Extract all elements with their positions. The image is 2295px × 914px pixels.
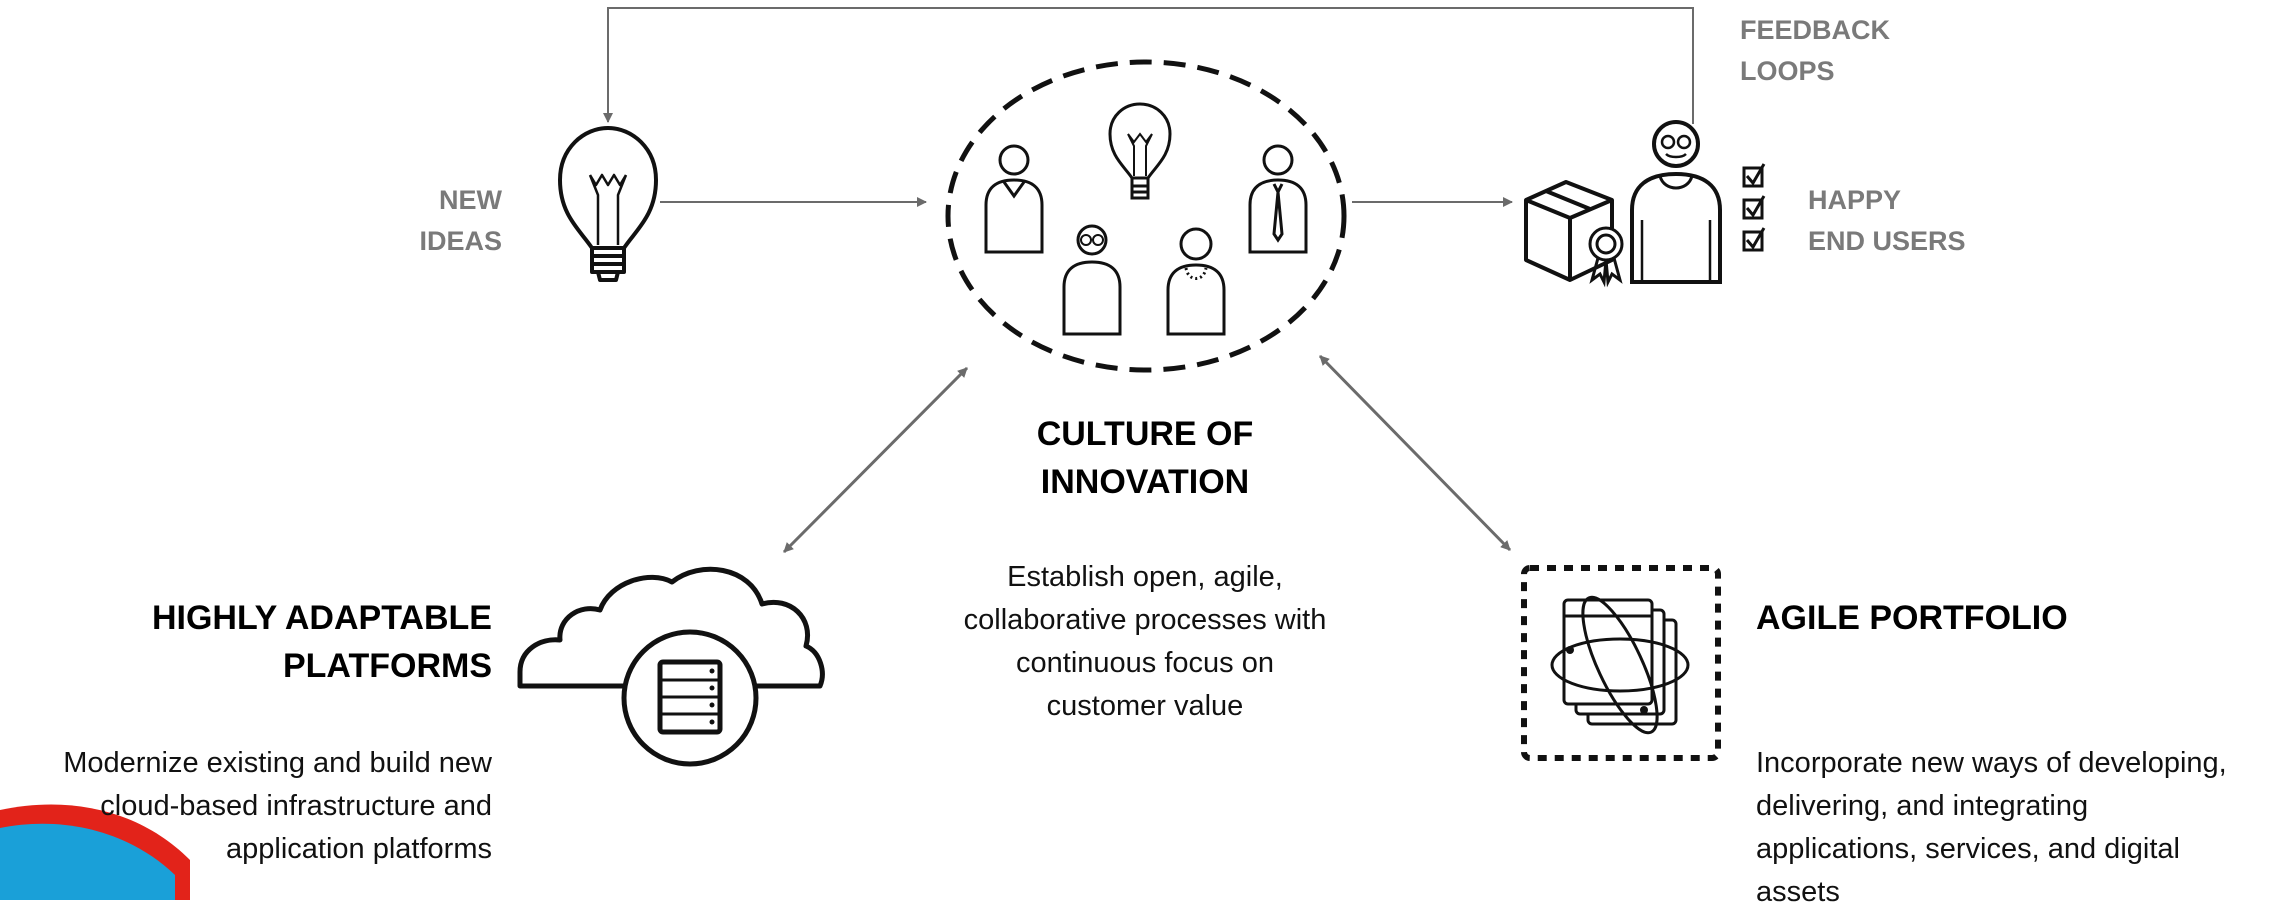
portfolio-desc-line-4: assets	[1756, 876, 1840, 908]
platforms-desc-line-1: Modernize existing and build new	[63, 747, 492, 779]
platforms-title: HIGHLY ADAPTABLE PLATFORMS	[100, 594, 492, 690]
portfolio-desc-line-1: Incorporate new ways of developing,	[1756, 747, 2227, 779]
culture-title-line-2: INNOVATION	[1040, 463, 1250, 501]
platforms-desc-line-3: application platforms	[226, 833, 492, 865]
culture-desc-line-3: continuous focus on	[1016, 647, 1274, 679]
corner-accent	[0, 804, 190, 900]
portfolio-orbit-icon	[1521, 565, 1721, 761]
award-ribbon-icon	[1588, 226, 1624, 288]
portfolio-description: Incorporate new ways of developing, deli…	[1756, 742, 2291, 914]
end-user-icon	[1630, 120, 1722, 284]
feedback-line-2: LOOPS	[1740, 56, 1835, 86]
portfolio-title: AGILE PORTFOLIO	[1756, 594, 2068, 642]
platforms-title-line-2: PLATFORMS	[282, 647, 492, 685]
portfolio-title-line-1: AGILE	[1756, 599, 1860, 637]
feedback-loops-label: FEEDBACK LOOPS	[1740, 10, 1890, 92]
new-ideas-label: NEW IDEAS	[380, 180, 502, 262]
platforms-title-line-1: HIGHLY ADAPTABLE	[151, 599, 492, 637]
culture-platforms-double-arrow	[782, 366, 969, 554]
lightbulb-icon	[558, 126, 658, 282]
culture-title-line-1: CULTURE OF	[1036, 415, 1254, 453]
team-dashed-circle	[945, 59, 1347, 373]
cloud-server-icon	[517, 566, 825, 767]
culture-desc-line-1: Establish open, agile,	[1007, 561, 1283, 593]
portfolio-title-line-2: PORTFOLIO	[1869, 599, 2068, 637]
culture-description: Establish open, agile, collaborative pro…	[900, 556, 1390, 728]
happy-line-2: END USERS	[1808, 226, 1966, 256]
culture-desc-line-4: customer value	[1046, 690, 1244, 722]
new-ideas-line-2: IDEAS	[419, 226, 502, 256]
culture-title: CULTURE OF INNOVATION	[960, 410, 1330, 506]
feedback-line-1: FEEDBACK	[1740, 15, 1891, 45]
culture-desc-line-2: collaborative processes with	[963, 604, 1327, 636]
team-icon	[984, 102, 1308, 336]
portfolio-desc-line-3: applications, services, and digital	[1756, 833, 2180, 865]
platforms-desc-line-2: cloud-based infrastructure and	[100, 790, 492, 822]
culture-portfolio-double-arrow	[1318, 354, 1512, 552]
new-ideas-line-1: NEW	[439, 185, 502, 215]
happy-end-users-label: HAPPY END USERS	[1808, 180, 1966, 262]
portfolio-desc-line-2: delivering, and integrating	[1756, 790, 2089, 822]
feedback-loop-arrow	[603, 7, 1694, 124]
happy-line-1: HAPPY	[1808, 185, 1902, 215]
platforms-description: Modernize existing and build new cloud-b…	[0, 742, 492, 871]
checklist-icon	[1742, 163, 1766, 252]
